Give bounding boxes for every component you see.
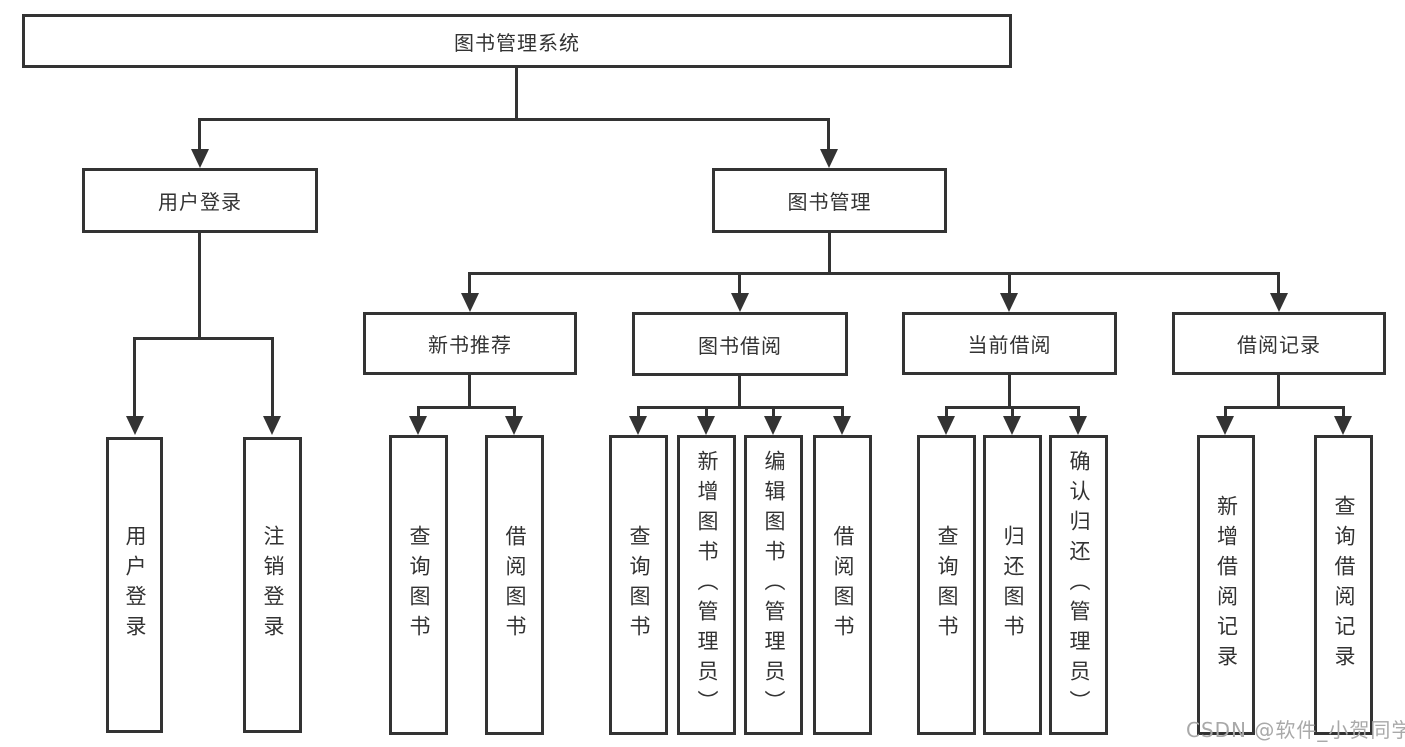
- arrowhead-down-icon: [833, 416, 851, 435]
- connector-line: [417, 406, 516, 409]
- connector-line: [945, 406, 948, 422]
- connector-line: [198, 118, 830, 121]
- arrowhead-down-icon: [937, 416, 955, 435]
- leaf-label: 新增借阅记录: [1214, 495, 1239, 675]
- arrowhead-down-icon: [1270, 293, 1288, 312]
- leaf-confirm-return-admin: 确认归还（管理员）: [1049, 435, 1108, 735]
- connector-line: [515, 68, 518, 118]
- leaf-query-books: 查询图书: [917, 435, 976, 735]
- connector-line: [1277, 272, 1280, 297]
- arrowhead-down-icon: [1000, 293, 1018, 312]
- arrowhead-down-icon: [126, 416, 144, 435]
- connector-line: [468, 272, 471, 297]
- leaf-query-books: 查询图书: [389, 435, 448, 735]
- connector-line: [1008, 375, 1011, 406]
- arrowhead-down-icon: [1334, 416, 1352, 435]
- arrowhead-down-icon: [461, 293, 479, 312]
- connector-line: [705, 406, 708, 422]
- connector-line: [198, 233, 201, 337]
- connector-line: [827, 118, 830, 156]
- node-root-library-system: 图书管理系统: [22, 14, 1012, 68]
- leaf-add-borrow-record: 新增借阅记录: [1197, 435, 1255, 735]
- connector-line: [271, 337, 274, 420]
- leaf-label: 借阅图书: [503, 525, 527, 645]
- connector-line: [417, 406, 420, 422]
- arrowhead-down-icon: [263, 416, 281, 435]
- arrowhead-down-icon: [505, 416, 523, 435]
- leaf-label: 借阅图书: [831, 525, 855, 645]
- leaf-label: 确认归还（管理员）: [1067, 450, 1091, 720]
- connector-line: [1224, 406, 1227, 422]
- arrowhead-down-icon: [1216, 416, 1234, 435]
- connector-line: [738, 272, 741, 297]
- connector-line: [468, 272, 1280, 275]
- node-borrow-records: 借阅记录: [1172, 312, 1386, 375]
- arrowhead-down-icon: [820, 149, 838, 168]
- node-book-management: 图书管理: [712, 168, 947, 233]
- arrowhead-down-icon: [409, 416, 427, 435]
- arrowhead-down-icon: [697, 416, 715, 435]
- connector-line: [468, 375, 471, 406]
- arrowhead-down-icon: [1069, 416, 1087, 435]
- leaf-label: 查询图书: [935, 525, 959, 645]
- connector-line: [738, 376, 741, 406]
- connector-line: [133, 337, 136, 420]
- leaf-query-books: 查询图书: [609, 435, 668, 735]
- arrowhead-down-icon: [191, 149, 209, 168]
- leaf-user-login: 用户登录: [106, 437, 163, 733]
- leaf-label: 查询图书: [407, 525, 431, 645]
- connector-line: [513, 406, 516, 422]
- leaf-query-borrow-record: 查询借阅记录: [1314, 435, 1373, 735]
- connector-line: [841, 406, 844, 422]
- connector-line: [828, 233, 831, 272]
- connector-line: [1008, 272, 1011, 297]
- leaf-label: 归还图书: [1001, 525, 1025, 645]
- connector-line: [637, 406, 640, 422]
- leaf-return-books: 归还图书: [983, 435, 1042, 735]
- connector-line: [1011, 406, 1014, 422]
- arrowhead-down-icon: [764, 416, 782, 435]
- arrowhead-down-icon: [1003, 416, 1021, 435]
- connector-line: [1224, 406, 1345, 409]
- connector-line: [1277, 375, 1280, 406]
- node-current-borrow: 当前借阅: [902, 312, 1117, 375]
- node-user-login: 用户登录: [82, 168, 318, 233]
- leaf-label: 查询借阅记录: [1332, 495, 1356, 675]
- leaf-label: 查询图书: [627, 525, 651, 645]
- leaf-borrow-books: 借阅图书: [485, 435, 544, 735]
- leaf-label: 注销登录: [261, 525, 285, 645]
- node-book-borrow: 图书借阅: [632, 312, 848, 376]
- connector-line: [1342, 406, 1345, 422]
- watermark-text: CSDN @软件_小贺同学: [1186, 718, 1405, 742]
- leaf-logout: 注销登录: [243, 437, 302, 733]
- connector-line: [133, 337, 274, 340]
- leaf-label: 用户登录: [123, 525, 147, 645]
- connector-line: [637, 406, 844, 409]
- leaf-label: 编辑图书（管理员）: [762, 450, 786, 720]
- leaf-edit-books-admin: 编辑图书（管理员）: [744, 435, 803, 735]
- connector-line: [198, 118, 201, 156]
- leaf-borrow-books: 借阅图书: [813, 435, 872, 735]
- leaf-add-books-admin: 新增图书（管理员）: [677, 435, 736, 735]
- connector-line: [772, 406, 775, 422]
- arrowhead-down-icon: [629, 416, 647, 435]
- node-new-book-recommend: 新书推荐: [363, 312, 577, 375]
- leaf-label: 新增图书（管理员）: [695, 450, 719, 720]
- connector-line: [1077, 406, 1080, 422]
- arrowhead-down-icon: [731, 293, 749, 312]
